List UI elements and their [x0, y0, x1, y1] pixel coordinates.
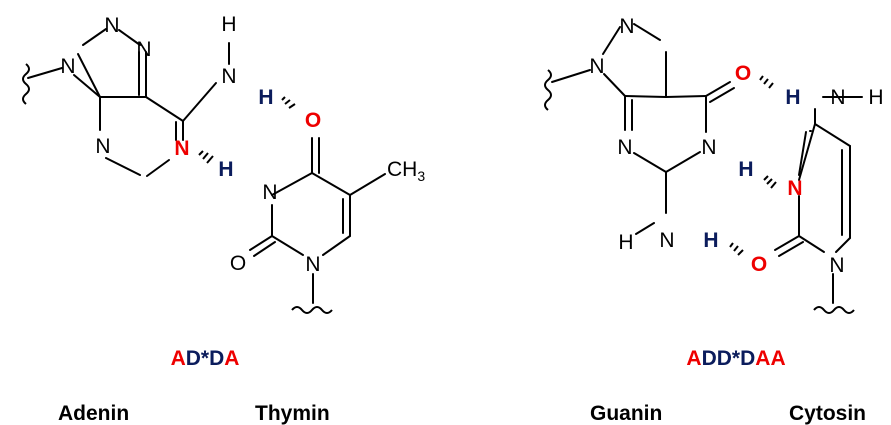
hbond-guanine-cytosine-middle — [763, 175, 777, 189]
atom-o: O — [230, 252, 246, 275]
acceptor-atom-n: N — [174, 137, 189, 160]
atom-n: N — [305, 253, 320, 276]
atom-n: N — [830, 86, 845, 109]
atom-n: N — [829, 254, 844, 277]
hbond-guanine-cytosine-bottom — [729, 242, 744, 256]
atom-n: N — [701, 136, 716, 159]
atom-h: H — [868, 86, 883, 109]
acceptor-atom-o: O — [751, 253, 767, 276]
code-letter: D — [209, 347, 224, 370]
at-pattern-code: AD*DA — [171, 347, 240, 370]
atom-n: N — [60, 55, 75, 78]
code-letter: D — [740, 347, 755, 370]
acceptor-atom-o: O — [735, 62, 751, 85]
atom-n: N — [659, 229, 674, 252]
code-letter: A — [224, 347, 239, 370]
thymine-atoms: O H N N O CH3 — [218, 109, 425, 276]
methyl-subscript: 3 — [417, 168, 425, 184]
atom-n: N — [136, 38, 151, 61]
code-letter: A — [686, 347, 701, 370]
wavy-bond-adenine — [22, 63, 30, 105]
code-letter: D — [702, 347, 717, 370]
cytosine-atoms: H N H N N O — [751, 86, 884, 277]
guanin-label: Guanin — [590, 402, 662, 425]
atom-n: N — [589, 55, 604, 78]
donor-atom-h: H — [738, 158, 753, 181]
code-letter: A — [755, 347, 770, 370]
atom-n: N — [104, 14, 119, 37]
hbond-adenine-thymine-bottom — [198, 150, 214, 164]
methyl-ch: CH — [387, 158, 417, 181]
donor-atom-h: H — [218, 158, 233, 181]
cytosin-label: Cytosin — [789, 402, 866, 425]
hbond-guanine-cytosine-top — [759, 75, 774, 89]
code-letter: D — [186, 347, 201, 370]
adenine-atoms: N N N N N N H H — [60, 13, 273, 160]
code-letter: D — [717, 347, 732, 370]
atom-n: N — [95, 135, 110, 158]
donor-atom-h: H — [785, 86, 800, 109]
atom-n: N — [221, 65, 236, 88]
code-letter: A — [770, 347, 785, 370]
gc-pattern-code: ADD*DAA — [686, 347, 785, 370]
wavy-bond-thymine — [291, 306, 333, 314]
code-separator: * — [201, 347, 210, 370]
code-separator: * — [732, 347, 741, 370]
acceptor-atom-n: N — [787, 177, 802, 200]
wavy-bonds — [22, 63, 855, 314]
atom-n: N — [262, 181, 277, 204]
atom-n: N — [619, 15, 634, 38]
adenin-label: Adenin — [58, 402, 129, 425]
wavy-bond-guanine — [544, 69, 552, 111]
thymin-label: Thymin — [255, 402, 330, 425]
atom-h: H — [618, 231, 633, 254]
acceptor-atom-o: O — [305, 109, 321, 132]
guanine-atoms: N N N N N H O H H — [589, 15, 753, 254]
hydrogen-bonds — [198, 75, 777, 256]
donor-atom-h: H — [258, 86, 273, 109]
hbond-adenine-thymine-top — [281, 96, 296, 109]
donor-atom-h: H — [703, 229, 718, 252]
code-letter: A — [171, 347, 186, 370]
methyl-group: CH3 — [387, 158, 425, 184]
atom-n: N — [617, 136, 632, 159]
atom-h: H — [221, 13, 236, 36]
wavy-bond-cytosine — [813, 306, 855, 314]
bond-lines — [27, 23, 863, 304]
